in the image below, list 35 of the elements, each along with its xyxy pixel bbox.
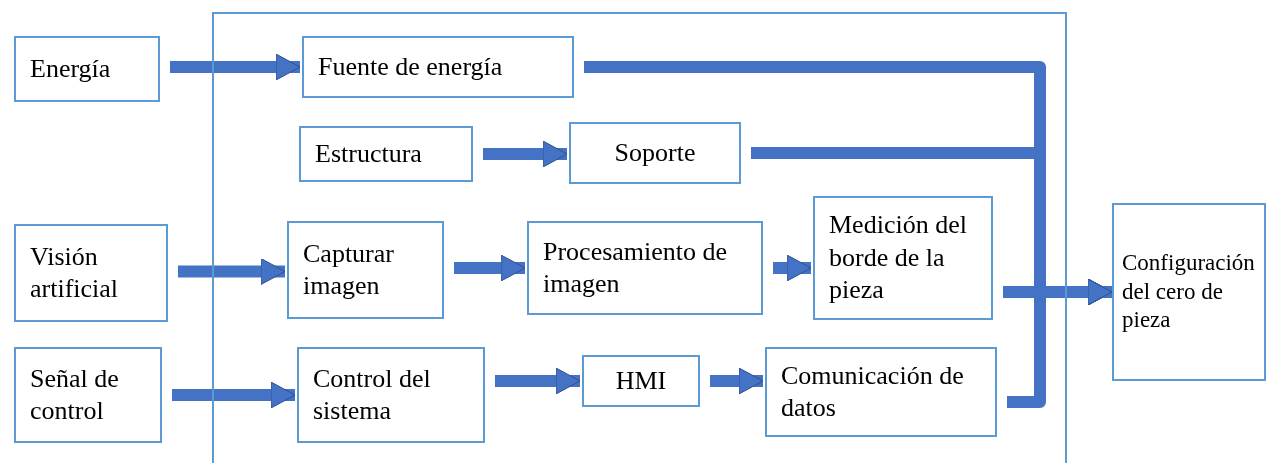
process-box <box>813 196 993 320</box>
process-box <box>527 221 763 315</box>
box-label: Control del sistema <box>313 362 432 427</box>
box-label: Visión artificial <box>30 240 120 305</box>
box-label: Señal de control <box>30 362 120 427</box>
process-box <box>287 221 444 319</box>
box-label: Energía <box>30 52 111 85</box>
arrow <box>178 258 286 285</box>
arrow <box>495 367 581 395</box>
process-box <box>1112 203 1266 381</box>
process-box <box>765 347 997 437</box>
arrow <box>483 140 568 168</box>
arrow <box>773 254 812 282</box>
box-label: Estructura <box>315 137 422 170</box>
process-box <box>299 126 473 182</box>
arrow <box>710 367 764 395</box>
process-box <box>14 36 160 102</box>
process-box <box>569 122 741 184</box>
arrow <box>172 381 296 409</box>
process-box <box>302 36 574 98</box>
arrow <box>454 254 526 282</box>
system-boundary-box <box>212 12 1067 463</box>
box-label: Medición del borde de la pieza <box>829 209 968 307</box>
box-label: Fuente de energía <box>318 50 503 83</box>
box-label: Configuración del cero de pieza <box>1122 248 1256 335</box>
box-label: Procesamiento de imagen <box>543 235 729 300</box>
box-label: Comunicación de datos <box>781 359 965 424</box>
arrow <box>170 53 301 81</box>
process-box <box>582 355 700 407</box>
process-box <box>14 224 168 322</box>
box-label: HMI <box>615 364 667 397</box>
process-box <box>297 347 485 443</box>
process-box <box>14 347 162 443</box>
box-label: Soporte <box>614 136 696 169</box>
box-label: Capturar imagen <box>303 237 395 302</box>
